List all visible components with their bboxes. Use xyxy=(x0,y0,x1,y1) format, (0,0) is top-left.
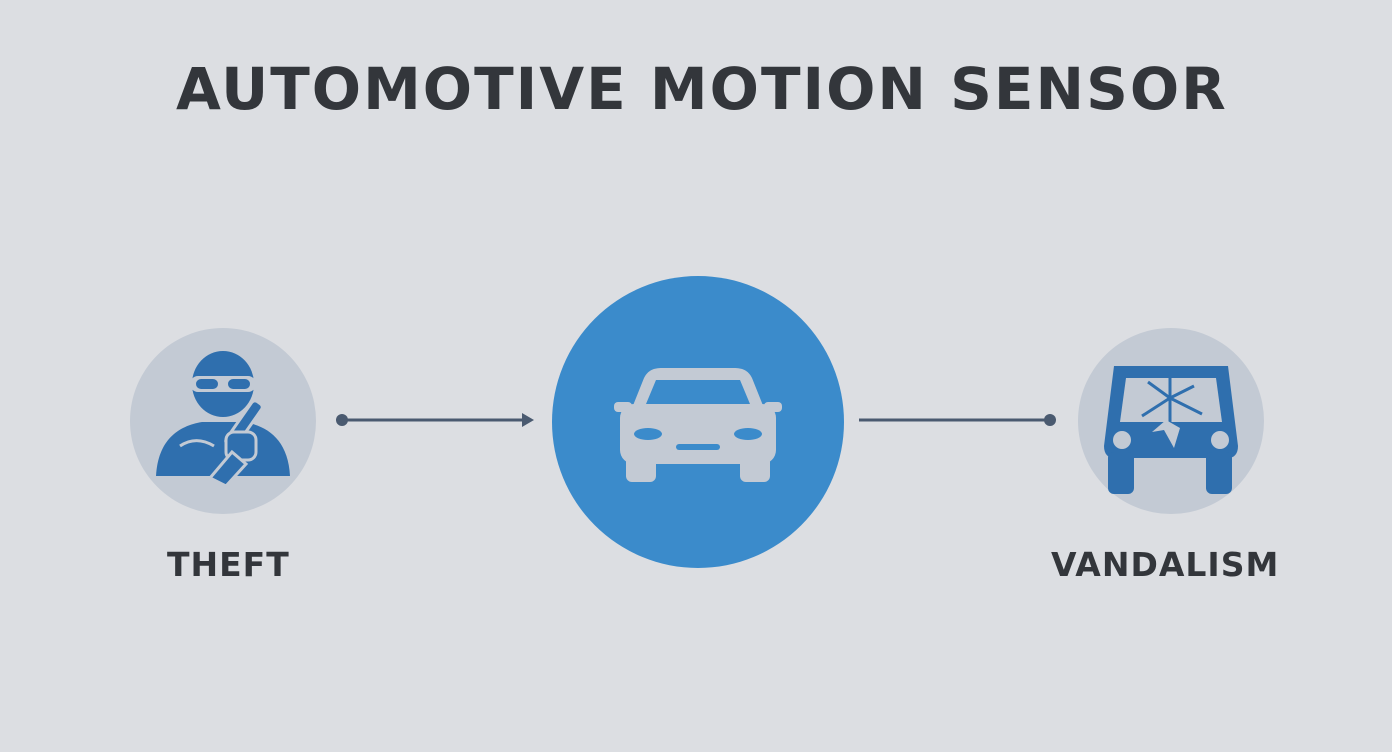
car-icon xyxy=(614,368,782,482)
vandalism-node xyxy=(1078,328,1264,514)
arrow-head xyxy=(522,413,534,427)
theft-label: THEFT xyxy=(167,545,290,584)
connector-sensor-to-vandalism xyxy=(859,414,1056,426)
theft-node xyxy=(130,328,316,514)
sensor-node xyxy=(552,276,844,568)
broken-windshield-car-icon xyxy=(1104,366,1238,494)
vandalism-label: VANDALISM xyxy=(1051,545,1280,584)
diagram-title: AUTOMOTIVE MOTION SENSOR xyxy=(176,55,1228,123)
connector-theft-to-sensor xyxy=(336,413,534,427)
thief-icon xyxy=(156,351,290,488)
